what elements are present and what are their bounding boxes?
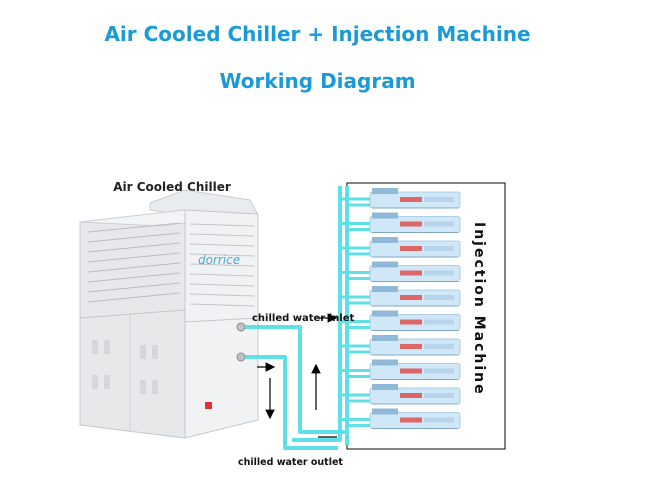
diagram-title: Air Cooled Chiller + Injection Machine [104,22,531,46]
machine-barrel-heater [400,197,422,202]
machine-barrel-heater [400,344,422,349]
machine-clamp [424,319,454,325]
machine-hopper [372,384,398,390]
machine-clamp [424,270,454,276]
diagram-subtitle: Working Diagram [219,69,416,93]
machine-barrel-heater [400,368,422,374]
chiller-label: Air Cooled Chiller [113,180,231,194]
machine-barrel-heater [400,417,422,423]
injection-machine-unit [340,261,461,282]
injection-machine-unit [340,237,461,258]
injection-machine-unit [340,359,461,380]
chilled-water-outlet-label: chilled water outlet [238,457,343,468]
injection-machine-unit [340,286,461,307]
machine-clamp [424,417,454,423]
injection-machine-unit [340,335,461,356]
chilled-water-inlet-label: chilled water inlet [252,313,354,324]
machine-hopper [372,212,398,219]
injection-machine-unit [340,384,461,405]
air-cooled-chiller: dorrice [79,189,259,439]
machine-clamp [424,344,454,349]
machine-barrel-heater [400,295,422,300]
inlet-pipe [245,325,345,434]
injection-machine-unit [340,310,461,331]
machine-hopper [372,359,398,366]
machine-hopper [372,237,398,243]
machine-clamp [424,221,454,227]
injection-machine-unit [340,408,461,429]
machine-barrel-heater [400,246,422,251]
chiller-logo: dorrice [198,253,240,267]
machine-barrel-heater [400,393,422,398]
machine-hopper [372,286,398,292]
outlet-pipe [245,355,338,450]
machine-barrel-heater [400,319,422,325]
machine-hopper [372,188,398,194]
machine-hopper [372,335,398,341]
machine-clamp [424,393,454,398]
pipe-network [245,186,349,450]
machine-hopper [372,408,398,415]
machine-clamp [424,295,454,300]
machine-clamp [424,368,454,374]
supply-riser-pipe [292,186,342,442]
machine-hopper [372,310,398,317]
machine-clamp [424,246,454,251]
machine-barrel-heater [400,221,422,227]
machine-clamp [424,197,454,202]
machine-hopper [372,261,398,268]
injection-machine-label: Injection Machine [471,222,487,396]
machine-barrel-heater [400,270,422,276]
